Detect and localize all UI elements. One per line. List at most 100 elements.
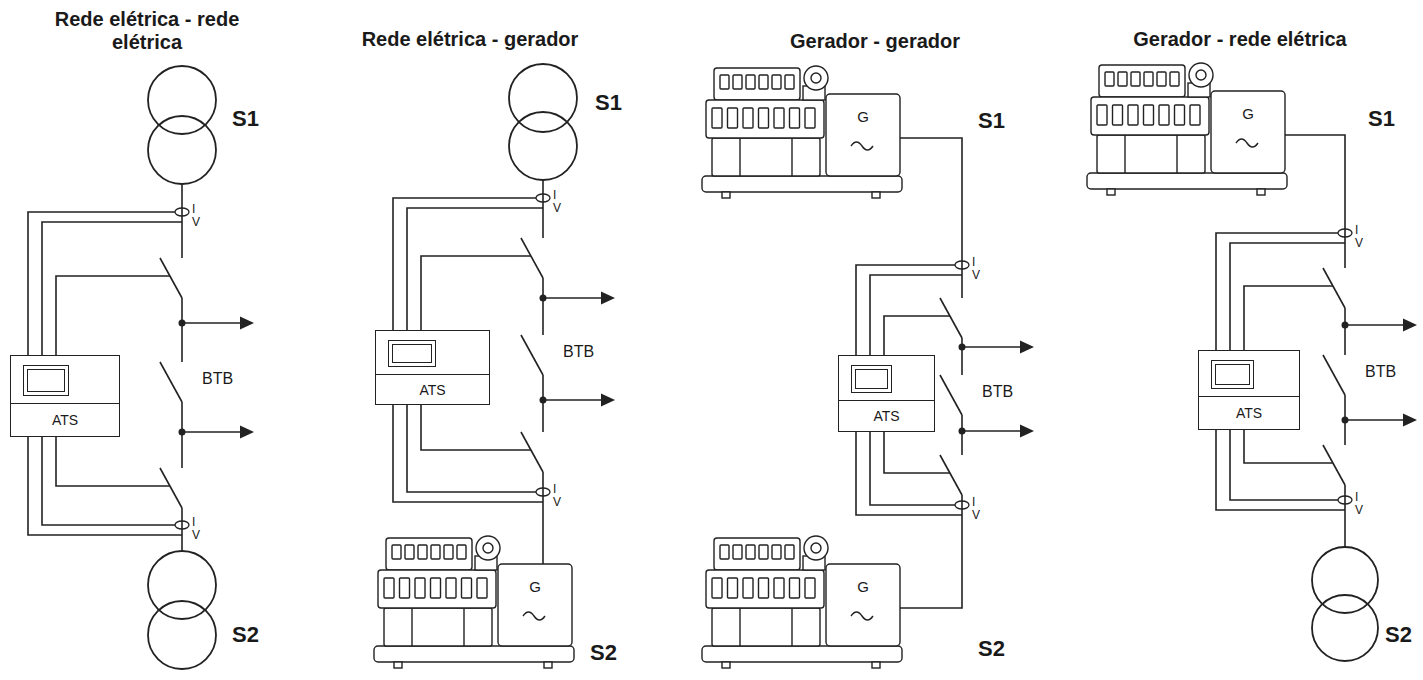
feeder-line xyxy=(962,430,1022,432)
ats-controller: ATS xyxy=(838,355,935,432)
ats-display xyxy=(1211,360,1254,389)
engine-cylinder xyxy=(712,578,722,598)
switch-blade xyxy=(940,298,962,338)
engine-cylinder xyxy=(759,108,769,128)
bus xyxy=(1285,135,1345,268)
engine-cylinder xyxy=(1113,105,1123,125)
engine-rib xyxy=(739,138,740,176)
breaker-label: BTB xyxy=(563,343,594,361)
switch-blade xyxy=(521,238,543,278)
engine-cylinder xyxy=(805,108,815,128)
bus xyxy=(542,472,544,564)
diagram-heading: Gerador - rede elétrica xyxy=(1105,28,1375,51)
bus xyxy=(542,180,544,238)
signal-wire xyxy=(393,405,543,502)
engine-cylinder xyxy=(400,578,410,598)
switch-blade xyxy=(1323,445,1345,485)
signal-wire xyxy=(407,208,543,330)
feeder-line xyxy=(543,399,603,401)
diagram-heading: Rede elétrica - gerador xyxy=(340,28,600,51)
engine-cylinder xyxy=(1159,105,1169,125)
engine-cylinder xyxy=(444,545,453,559)
turbo-wheel xyxy=(1189,63,1213,87)
engine-rib xyxy=(463,608,464,646)
bus xyxy=(181,432,183,468)
source-label: S2 xyxy=(232,622,259,647)
bus xyxy=(1344,485,1346,547)
current-transformer xyxy=(175,208,189,216)
bus xyxy=(181,298,183,323)
signal-wire xyxy=(28,437,182,535)
breaker-label: BTB xyxy=(202,370,233,388)
transformer-winding xyxy=(1312,547,1378,613)
signal-name: V xyxy=(972,269,980,283)
source-label: S2 xyxy=(590,640,617,665)
breaker-label: BTB xyxy=(982,383,1013,401)
engine-cylinder xyxy=(415,578,425,598)
generator-letter: G xyxy=(857,578,869,595)
feeder-line xyxy=(1345,324,1405,326)
current-transformer xyxy=(536,194,550,202)
bus xyxy=(961,431,963,455)
ats-display xyxy=(851,365,892,393)
control-wire xyxy=(1244,286,1333,350)
engine-cylinder xyxy=(1157,72,1166,86)
current-transformer xyxy=(1338,229,1352,237)
generator-foot xyxy=(394,662,402,668)
breaker-label: BTB xyxy=(1365,363,1396,381)
engine-cylinder xyxy=(1118,72,1127,86)
ats-controller: ATS xyxy=(10,355,120,437)
bus xyxy=(1344,395,1346,420)
engine-cylinder xyxy=(772,75,781,89)
control-wire xyxy=(884,316,950,355)
engine-cylinder xyxy=(1144,105,1154,125)
signal-name: I xyxy=(553,483,556,497)
generator-foot xyxy=(722,192,730,198)
alternator xyxy=(1211,91,1285,173)
engine-cylinder xyxy=(774,578,784,598)
engine-body xyxy=(706,570,824,608)
source-label: S1 xyxy=(232,106,259,131)
bus xyxy=(181,508,183,551)
turbo-wheel xyxy=(476,536,500,560)
engine-cylinder xyxy=(446,578,456,598)
generator-base xyxy=(702,176,902,192)
engine-cylinder xyxy=(772,545,781,559)
feeder-line xyxy=(962,346,1022,348)
engine-cylinder xyxy=(418,545,427,559)
engine-cylinder xyxy=(392,545,401,559)
feeder-line xyxy=(182,322,242,324)
control-wire xyxy=(421,256,531,330)
engine-cylinder xyxy=(733,75,742,89)
engine-cylinder xyxy=(462,578,472,598)
diagram-heading: Gerador - gerador xyxy=(755,30,995,53)
feeder-arrow xyxy=(1403,319,1417,332)
turbo-hub xyxy=(483,543,493,553)
engine-cylinder xyxy=(720,545,729,559)
signal-name: I xyxy=(1355,224,1358,238)
generator-set xyxy=(702,66,902,198)
engine-rib xyxy=(791,138,792,176)
switch-blade xyxy=(1323,355,1345,395)
bus xyxy=(961,347,963,375)
source-label: S1 xyxy=(595,90,622,115)
signal-name: V xyxy=(192,216,200,230)
engine-body xyxy=(378,570,496,608)
generator-base xyxy=(702,646,902,662)
switch-blade xyxy=(160,362,182,402)
turbo-wheel xyxy=(804,66,828,90)
feeder-line xyxy=(182,431,242,433)
feeder-line xyxy=(543,297,603,299)
engine-cylinder xyxy=(790,578,800,598)
engine-block xyxy=(1097,135,1205,173)
engine-body xyxy=(706,100,824,138)
signal-wire xyxy=(28,212,175,355)
bus xyxy=(181,323,183,362)
signal-wire xyxy=(1216,233,1338,350)
source-label: S2 xyxy=(978,636,1005,661)
generator-foot xyxy=(1107,189,1115,195)
signal-name: V xyxy=(553,496,561,510)
engine-cylinder xyxy=(746,545,755,559)
engine-head xyxy=(714,538,800,570)
